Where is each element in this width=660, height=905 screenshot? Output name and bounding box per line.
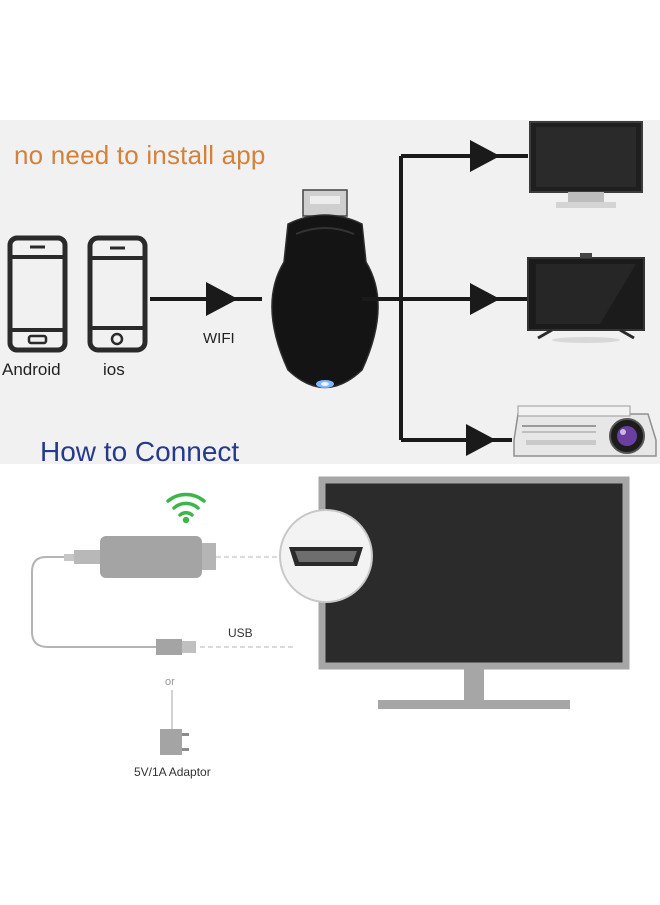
android-label: Android	[2, 360, 61, 379]
arrow-right-icon	[401, 424, 512, 456]
power-adaptor-icon	[160, 729, 189, 755]
tv-icon	[527, 253, 645, 343]
arrow-right-icon	[401, 283, 528, 315]
tv-monitor	[318, 476, 630, 709]
or-label: or	[165, 676, 175, 688]
section-title: How to Connect	[40, 436, 240, 467]
hdmi-port-icon	[279, 509, 373, 603]
adaptor-label: 5V/1A Adaptor	[134, 765, 211, 779]
arrow-right-icon	[150, 282, 262, 316]
ios-label: ios	[103, 360, 125, 379]
headline: no need to install app	[14, 140, 266, 170]
usb-cable	[31, 556, 156, 648]
projector-icon	[513, 405, 657, 457]
monitor-icon	[529, 121, 643, 208]
smartphone-icon	[87, 235, 148, 353]
wifi-signal-icon	[166, 492, 206, 524]
gray-dongle	[64, 536, 216, 578]
usb-plug	[156, 639, 196, 655]
arrow-right-icon	[401, 140, 528, 172]
wifi-label: WIFI	[203, 330, 235, 347]
smartphone-icon	[7, 235, 68, 353]
usb-label: USB	[228, 626, 253, 640]
wifi-dongle	[271, 189, 379, 389]
